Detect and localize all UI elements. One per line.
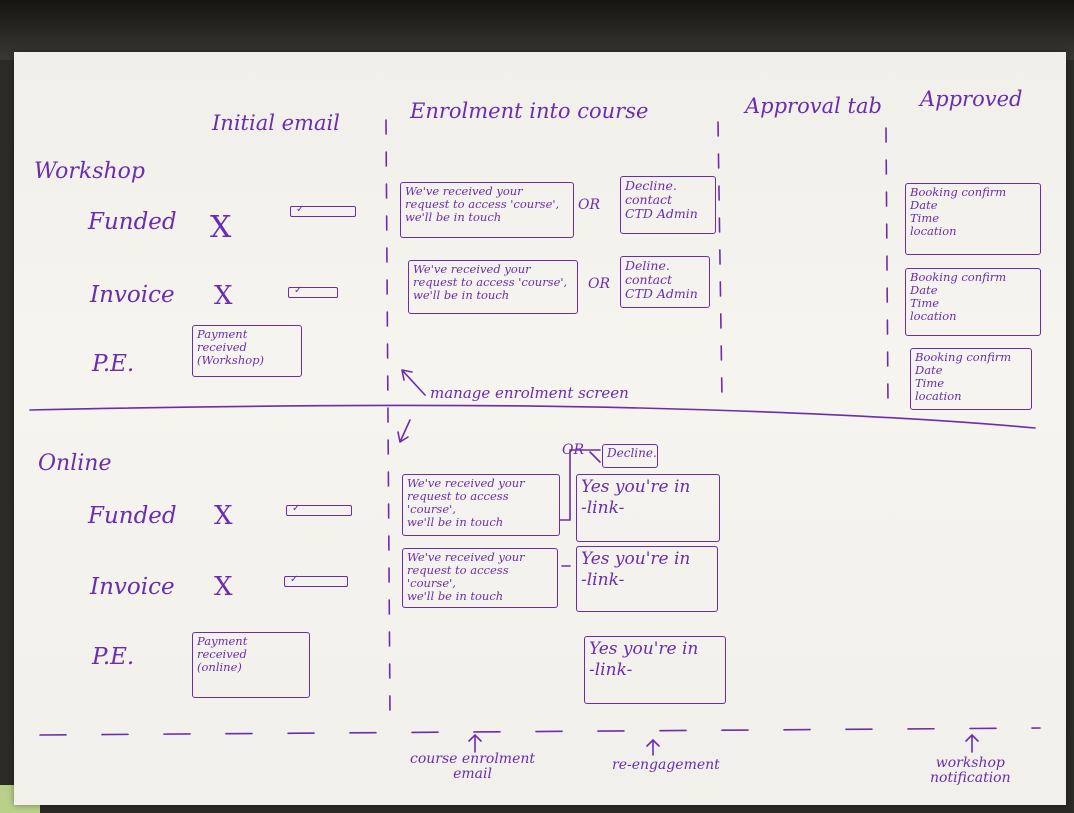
arrow-down — [397, 419, 411, 443]
row-label-workshop-funded: Funded — [88, 209, 177, 235]
workshop-funded-request-box: We've received your request to access 'c… — [400, 182, 574, 238]
row-label-online-funded: Funded — [88, 503, 177, 529]
workshop-funded-decline-box: Decline. contact CTD Admin — [620, 176, 716, 234]
row-label-online-pe: P.E. — [92, 644, 135, 670]
footer-arrow-1 — [468, 733, 482, 753]
online-invoice-request-box: We've received your request to access 'c… — [402, 548, 558, 608]
online-funded-yes-box: Yes you're in -link- — [576, 474, 720, 542]
table-surface — [0, 0, 1074, 60]
or-label-workshop-funded: OR — [578, 197, 601, 213]
column-heading-approved: Approved — [920, 87, 1023, 111]
approved-booking-box-1: Booking confirm Date Time location — [905, 183, 1041, 255]
column-divider-1 — [385, 119, 391, 716]
x-mark-workshop-invoice: X — [214, 281, 233, 311]
footer-arrow-3 — [965, 733, 979, 753]
column-divider-2 — [717, 121, 723, 401]
x-mark-online-invoice: X — [214, 572, 233, 602]
workshop-invoice-decline-box: Deline. contact CTD Admin — [620, 256, 710, 308]
approved-booking-box-3: Booking confirm Date Time location — [910, 348, 1032, 410]
row-label-workshop-pe: P.E. — [92, 351, 135, 377]
footer-label-course-enrolment-email: course enrolment email — [410, 751, 536, 782]
checkbox-sketch-workshop-funded: ✓ — [290, 204, 356, 217]
row-label-workshop-invoice: Invoice — [90, 282, 175, 308]
manage-enrolment-note: manage enrolment screen — [430, 384, 629, 402]
row-label-online-invoice: Invoice — [90, 574, 175, 600]
column-divider-3 — [885, 127, 889, 406]
footer-label-workshop-notification: workshop notification — [930, 755, 1011, 786]
paper-sheet — [14, 52, 1066, 805]
bottom-dashed-line — [39, 727, 1041, 736]
online-funded-request-box: We've received your request to access 'c… — [402, 474, 560, 536]
column-heading-approval-tab: Approval tab — [745, 94, 882, 118]
online-invoice-yes-box: Yes you're in -link- — [576, 546, 718, 612]
checkbox-sketch-online-invoice: ✓ — [284, 574, 348, 587]
workshop-invoice-request-box: We've received your request to access 'c… — [408, 260, 578, 314]
payment-received-online-box: Payment received (online) — [192, 632, 310, 698]
x-mark-online-funded: X — [214, 501, 233, 531]
or-connector — [559, 449, 601, 567]
x-mark-workshop-funded: X — [210, 210, 232, 245]
section-title-online: Online — [38, 451, 112, 476]
section-divider — [29, 404, 1036, 429]
online-pe-yes-box: Yes you're in -link- — [584, 636, 726, 704]
or-label-online: OR — [562, 442, 585, 458]
column-heading-initial-email: Initial email — [212, 111, 340, 135]
footer-label-reengagement: re-engagement — [612, 757, 720, 773]
or-label-workshop-invoice: OR — [588, 276, 611, 292]
or-arrow — [589, 451, 601, 463]
checkbox-sketch-workshop-invoice: ✓ — [288, 285, 338, 298]
section-title-workshop: Workshop — [34, 159, 145, 184]
footer-arrow-2 — [646, 738, 660, 756]
online-decline-box: Decline. — [602, 444, 658, 468]
approved-booking-box-2: Booking confirm Date Time location — [905, 268, 1041, 336]
arrow-up — [401, 369, 426, 396]
checkbox-sketch-online-funded: ✓ — [286, 503, 352, 516]
column-heading-enrolment: Enrolment into course — [410, 99, 649, 123]
payment-received-workshop-box: Payment received (Workshop) — [192, 325, 302, 377]
